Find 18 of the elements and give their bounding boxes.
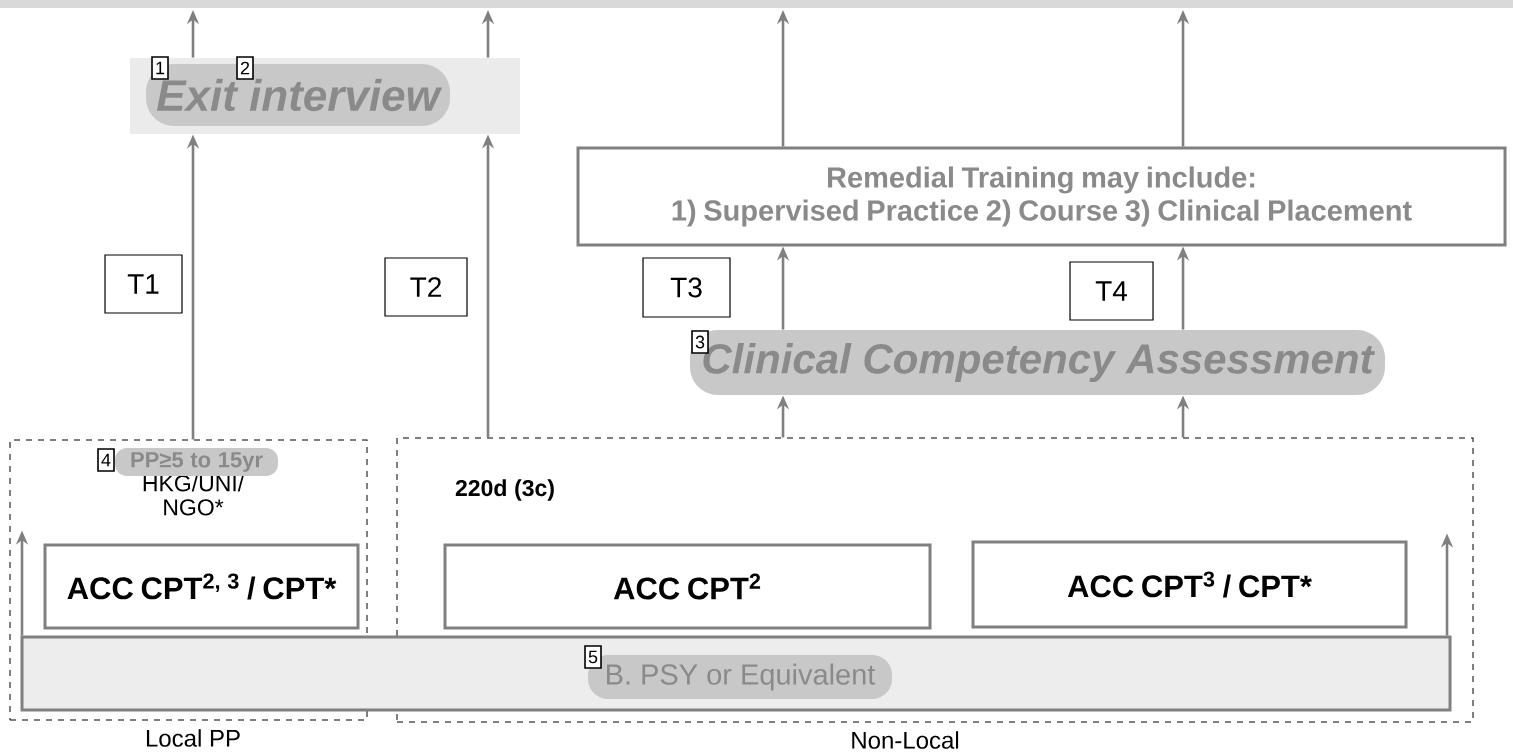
highlighted-text: PP≥5 to 15yr bbox=[115, 448, 278, 476]
process-box: ACC CPT$^{3}$ / CPT* bbox=[971, 540, 1408, 629]
callout-number: 2 bbox=[236, 56, 254, 80]
callout-number: 1 bbox=[151, 56, 169, 80]
process-box: ACC CPT$^{2}$ bbox=[443, 543, 932, 630]
track-box: T2 bbox=[384, 257, 468, 317]
track-box: T4 bbox=[1069, 261, 1154, 321]
group-caption: Non-Local bbox=[852, 731, 959, 749]
callout-number: 5 bbox=[584, 645, 602, 669]
callout-number: 3 bbox=[691, 330, 709, 354]
group-text: HKG/UNI/ NGO* bbox=[143, 474, 245, 516]
track-box: T3 bbox=[642, 257, 731, 318]
group-caption: Local PP bbox=[146, 729, 240, 747]
group-text: 220d (3c) bbox=[455, 479, 554, 501]
process-box: Remedial Training may include: 1) Supervised Practice 2) Course 3) Clinical Placement bbox=[576, 146, 1507, 247]
track-box: T1 bbox=[104, 254, 183, 314]
callout-number: 4 bbox=[97, 448, 115, 472]
process-box: ACC CPT$^{2, 3}$ / CPT* bbox=[43, 543, 360, 630]
